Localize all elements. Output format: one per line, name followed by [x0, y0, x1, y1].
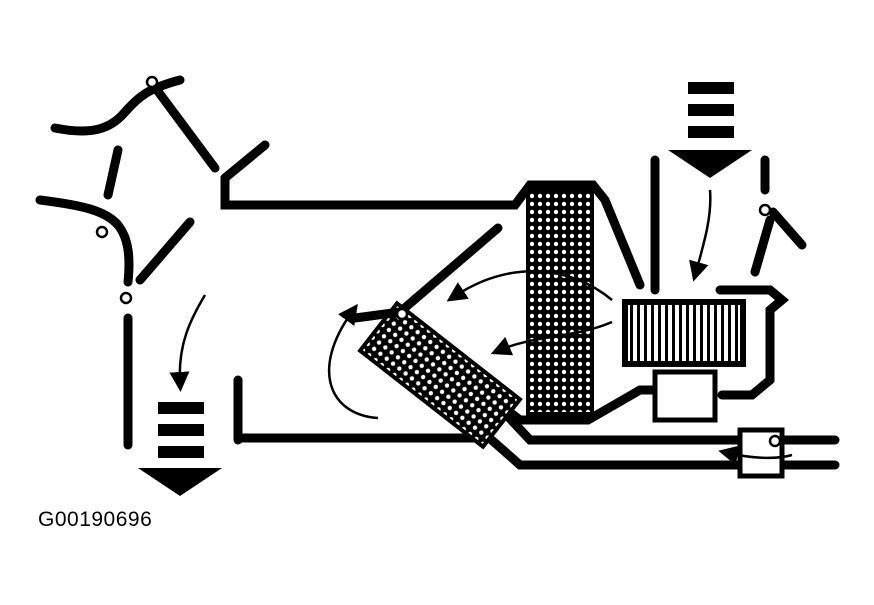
recirc-door-stop — [768, 207, 807, 250]
blower-motor — [652, 369, 718, 423]
evaporator-top-wall — [350, 307, 405, 323]
airflow-duct — [718, 445, 793, 465]
lower-outlet-door — [35, 195, 134, 287]
recirc-door-blade — [750, 215, 775, 277]
evaporator-core — [357, 300, 523, 450]
mid-door-arm — [135, 217, 195, 285]
pivot-recirc — [758, 203, 772, 217]
pivot-upper — [145, 75, 159, 89]
lower-duct-inner — [495, 403, 745, 445]
airflow-intake — [689, 189, 712, 282]
fresh-air-intake-arrow — [668, 82, 752, 178]
pivot-duct — [768, 434, 782, 448]
lower-duct-outer — [473, 423, 745, 470]
upper-outlet-door — [50, 75, 185, 136]
figure-id-label: G00190696 — [38, 508, 153, 531]
upper-door-arm — [152, 85, 220, 173]
pivots — [95, 75, 782, 448]
airflow-lower — [490, 320, 613, 356]
pivot-evaporator — [395, 307, 409, 321]
upper-housing-wall — [220, 173, 645, 290]
left-door-arm — [103, 145, 123, 200]
evaporator-upper-wall — [395, 223, 503, 317]
pivot-left — [95, 225, 109, 239]
lower-center-wall — [495, 385, 660, 425]
airflow-floor — [169, 294, 207, 392]
heater-core — [526, 188, 594, 416]
upper-duct-lip — [220, 140, 270, 183]
airflow-arrows — [169, 189, 793, 465]
airflow-upper — [446, 270, 613, 302]
floor-outlet-arrow — [138, 402, 222, 496]
blower-scroll — [715, 285, 790, 400]
airflow-bypass — [327, 303, 379, 420]
pivot-lower — [119, 291, 133, 305]
blower-wheel — [622, 299, 746, 367]
housing-walls — [35, 75, 840, 470]
